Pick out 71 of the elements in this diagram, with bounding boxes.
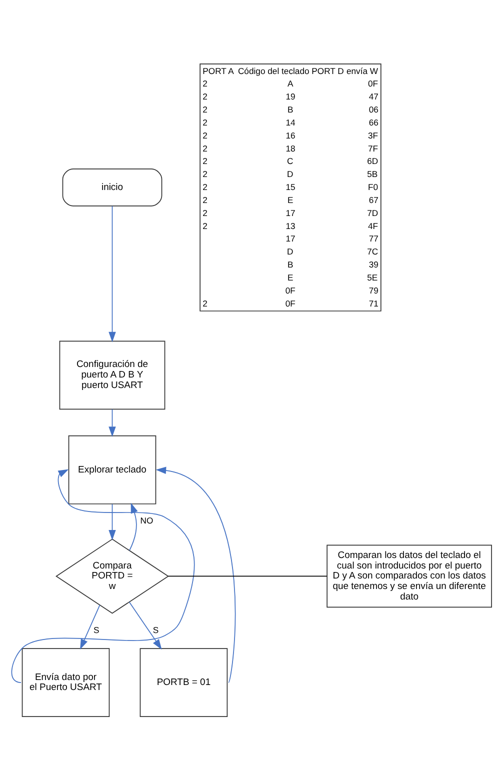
label: 2 bbox=[202, 104, 208, 114]
label: 5E bbox=[367, 272, 378, 282]
label: 2 bbox=[202, 116, 208, 127]
node-box: Configuración de puerto A D B Y puerto USART bbox=[59, 340, 166, 410]
label: 39 bbox=[368, 259, 378, 270]
label: 2 bbox=[202, 130, 208, 140]
label: 0F bbox=[368, 78, 378, 88]
node-diamond: Compara PORTD = w bbox=[56, 538, 169, 614]
arrow bbox=[128, 601, 162, 650]
label: 17 bbox=[286, 207, 296, 218]
label: 16 bbox=[286, 130, 296, 140]
arrow bbox=[108, 205, 116, 342]
node-box: Comparan los datos del teclado el cual son introducidos por el puerto D y A son comparados con los datos que tenemos y se envía un diferente dato bbox=[326, 544, 492, 608]
label: 2 bbox=[202, 298, 208, 308]
label: 2 bbox=[202, 182, 208, 192]
label: 2 bbox=[202, 156, 208, 166]
label: 79 bbox=[368, 284, 378, 295]
label: 66 bbox=[368, 116, 378, 127]
label: PORT A bbox=[202, 65, 234, 76]
label: 17 bbox=[286, 233, 296, 244]
label: 3F bbox=[368, 130, 378, 140]
label: 2 bbox=[202, 91, 208, 102]
label: E bbox=[287, 272, 294, 282]
label: 2 bbox=[202, 220, 208, 230]
label: 13 bbox=[286, 220, 296, 230]
arrow bbox=[108, 503, 116, 540]
label: 19 bbox=[286, 91, 296, 102]
label: D bbox=[287, 246, 294, 256]
label: F0 bbox=[368, 182, 378, 192]
label: A bbox=[287, 78, 294, 88]
arrow bbox=[80, 604, 100, 650]
edge-label: S bbox=[93, 624, 100, 635]
label: D bbox=[287, 168, 294, 179]
label: 5B bbox=[367, 168, 378, 179]
label: 47 bbox=[368, 91, 378, 102]
node-box: PORTB = 01 bbox=[140, 648, 228, 716]
label: 6D bbox=[367, 156, 378, 166]
edge-label: S bbox=[152, 624, 159, 635]
label: 06 bbox=[368, 104, 378, 114]
arrow bbox=[11, 468, 195, 682]
label: 0F bbox=[285, 284, 296, 295]
label: 2 bbox=[202, 207, 208, 218]
label: 2 bbox=[202, 194, 208, 204]
label: 4F bbox=[368, 220, 378, 230]
label: B bbox=[287, 104, 294, 114]
label: 2 bbox=[202, 78, 208, 88]
label: 7C bbox=[367, 246, 378, 256]
label: 2 bbox=[202, 168, 208, 179]
label: 7F bbox=[368, 142, 378, 153]
arrow bbox=[108, 408, 116, 436]
connector bbox=[168, 575, 328, 576]
arrow bbox=[129, 502, 138, 550]
label: 15 bbox=[286, 182, 296, 192]
label: 2 bbox=[202, 142, 208, 153]
label: C bbox=[287, 156, 294, 166]
label: 67 bbox=[368, 194, 378, 204]
edge-label: NO bbox=[140, 515, 154, 526]
label: Código del teclado PORT D bbox=[238, 65, 344, 76]
node-box: inicio bbox=[62, 168, 162, 206]
label: 77 bbox=[368, 233, 378, 244]
label: envía W bbox=[346, 65, 378, 76]
label: E bbox=[287, 194, 294, 204]
arrow bbox=[156, 466, 236, 682]
label: 18 bbox=[286, 142, 296, 153]
label: 7D bbox=[367, 207, 378, 218]
label: 71 bbox=[368, 298, 378, 308]
node-box: Envía dato por el Puerto USART bbox=[22, 648, 110, 716]
label: 0F bbox=[285, 298, 296, 308]
label: 14 bbox=[286, 116, 296, 127]
node-box: Explorar teclado bbox=[68, 434, 156, 504]
label: B bbox=[287, 259, 294, 270]
